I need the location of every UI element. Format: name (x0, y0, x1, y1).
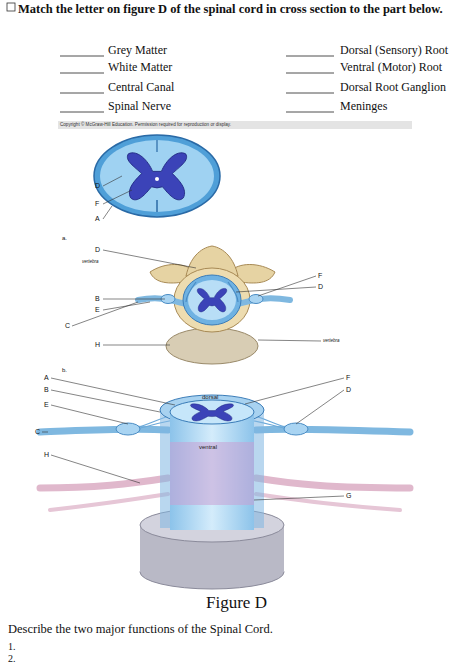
callout-letter: G (346, 492, 351, 500)
callout-letter: A (44, 374, 49, 382)
leader-line (103, 345, 170, 346)
answer-blank (60, 93, 104, 94)
callout-letter: A (95, 215, 100, 223)
ventral-root (256, 494, 400, 510)
callout-letter: D (95, 246, 100, 254)
spinal-nerve (40, 429, 168, 432)
callout-letter: F (95, 200, 99, 208)
leader-line (103, 190, 132, 204)
grey-matter (190, 404, 233, 421)
match-term: Grey Matter (108, 44, 167, 58)
spinal-nerve (238, 298, 290, 304)
leader-line (245, 378, 344, 404)
ventral-root (50, 494, 168, 510)
callout-letter: F (318, 272, 322, 280)
leader-line (51, 405, 128, 424)
callout-letter: D (346, 386, 351, 394)
callout-letter: B (95, 295, 100, 303)
direction-label: dorsal (202, 394, 218, 401)
ventral-fissure (156, 200, 158, 212)
vertebral-body (166, 328, 258, 364)
direction-label: ventral (199, 444, 217, 451)
answer-blank (60, 73, 104, 74)
leader-line (51, 455, 140, 483)
spinal-cord (188, 280, 236, 320)
leader-line (103, 299, 165, 300)
leader-line (51, 390, 160, 412)
answer-blank (286, 93, 334, 94)
answer-blank (60, 112, 104, 113)
copyright-note: Copyright © McGraw-Hill Education. Permi… (60, 122, 231, 127)
vertebral-arch (174, 268, 250, 332)
root-ganglion (116, 423, 140, 435)
root-ganglion (249, 295, 263, 304)
match-term: Dorsal Root Ganglion (340, 81, 446, 95)
answer-blank (286, 73, 334, 74)
worksheet-title: Match the letter on figure D of the spin… (18, 2, 468, 17)
grey-matter (197, 288, 227, 312)
ventral-root (40, 478, 168, 488)
dorsal-sulcus (156, 140, 157, 152)
grey-matter (127, 153, 186, 200)
callout-letter: H (95, 341, 100, 349)
root-ganglion (284, 423, 308, 435)
white-matter (100, 140, 214, 212)
match-term: Meninges (340, 100, 387, 114)
spinal-cord (170, 400, 254, 424)
answer-blank (60, 56, 104, 57)
callout-letter: C (35, 428, 40, 436)
match-term: Dorsal (Sensory) Root (340, 44, 448, 58)
panel-letter: b. (62, 367, 67, 374)
leader-line (72, 302, 138, 326)
checkbox (7, 3, 15, 11)
answer-number: 1. (8, 641, 16, 653)
answer-blank (286, 112, 334, 113)
answer-blank (286, 56, 334, 57)
question-text: Describe the two major functions of the … (8, 622, 273, 636)
leader-line (103, 250, 196, 268)
leader-line (103, 176, 122, 186)
leader-line (258, 340, 321, 341)
part-name: vertebra (323, 338, 340, 343)
answer-number: 2. (8, 653, 16, 665)
leader-line (254, 496, 344, 500)
spinal-cord (170, 412, 254, 530)
leader-line (103, 206, 112, 219)
central-canal (155, 177, 159, 181)
leader-line (296, 390, 344, 424)
leader-line (42, 432, 48, 433)
copyright-strip (58, 121, 412, 129)
match-term: Spinal Nerve (108, 100, 171, 114)
part-name: vertebra (82, 259, 99, 264)
callout-letter: B (44, 386, 49, 394)
leader-line (258, 276, 316, 296)
callout-letter: F (346, 374, 350, 382)
figure-panel (58, 121, 412, 589)
leader-line (236, 287, 316, 292)
spinal-nerve (256, 429, 410, 432)
callout-letter: E (95, 306, 100, 314)
callout-letter: H (44, 451, 49, 459)
callout-letter: E (44, 401, 49, 409)
meninges-ring (183, 275, 241, 325)
figure-caption: Figure D (0, 593, 473, 613)
callout-letter: C (65, 322, 70, 330)
dorsal-root (186, 282, 196, 302)
ventral-membrane (170, 442, 254, 505)
match-term: White Matter (108, 61, 172, 75)
leader-line (51, 378, 175, 405)
meninges-ring (94, 135, 220, 217)
panel-letter: a. (62, 235, 67, 242)
match-term: Central Canal (108, 81, 174, 95)
callout-letter: D (95, 182, 100, 190)
match-term: Ventral (Motor) Root (340, 61, 442, 75)
ventral-root (256, 478, 410, 488)
callout-letter: D (318, 283, 323, 291)
